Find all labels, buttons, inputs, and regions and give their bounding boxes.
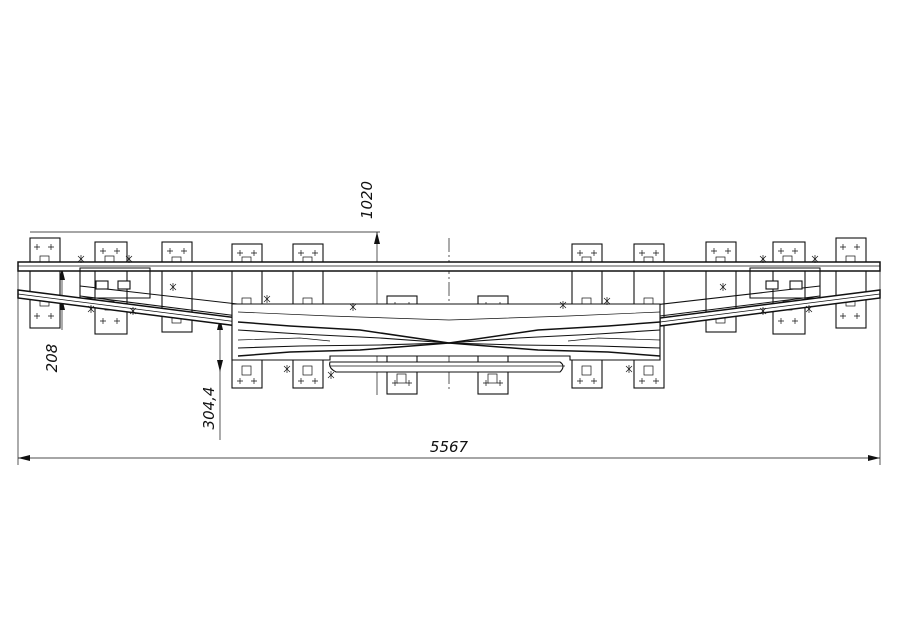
dimension-center-offset: 304,4 — [200, 387, 218, 430]
tie-top-1 — [29, 237, 61, 329]
diverging-rail-left — [17, 285, 361, 327]
dimension-overall-length: 5567 — [430, 438, 469, 456]
crossing-frog — [231, 303, 661, 373]
dimension-left-offset: 208 — [43, 344, 61, 373]
switch-housing-left — [79, 267, 151, 299]
tie-top-10 — [835, 237, 867, 329]
bolt-marks — [77, 255, 819, 379]
switch-housing-right — [749, 267, 821, 299]
straight-main-rail — [17, 261, 881, 272]
dimension-gauge-height: 1020 — [358, 181, 376, 219]
